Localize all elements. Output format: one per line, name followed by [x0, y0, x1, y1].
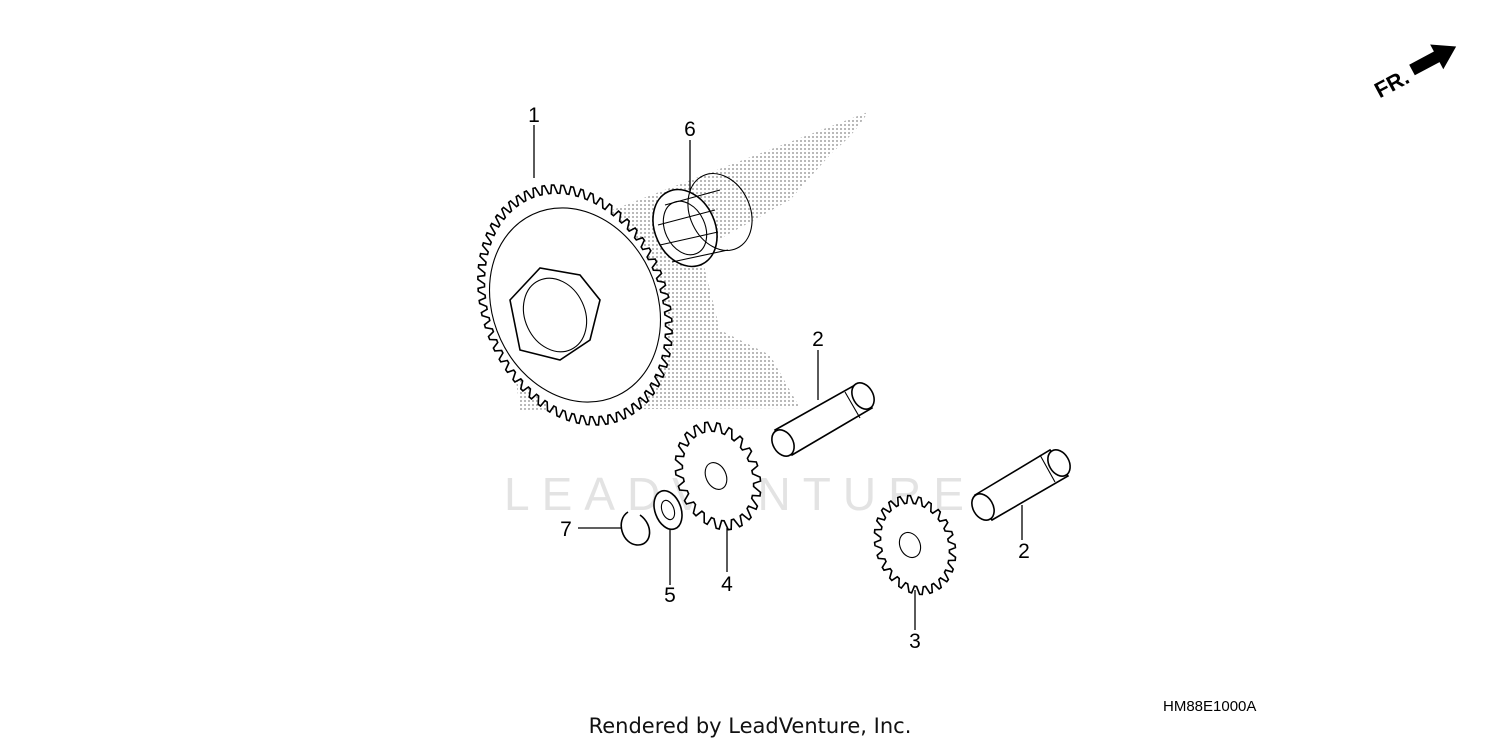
callout-2-lower: 2 [1018, 540, 1030, 563]
washer-part [653, 489, 683, 531]
callout-7: 7 [560, 518, 572, 541]
render-credit: Rendered by LeadVenture, Inc. [588, 714, 912, 738]
callout-5: 5 [664, 584, 676, 607]
direction-label: FR. [1370, 64, 1413, 103]
small-gear-part [873, 494, 957, 596]
diagram-code: HM88E1000A [1163, 698, 1257, 715]
pin-part-lower [971, 448, 1071, 522]
arrow-icon [1409, 44, 1457, 76]
medium-gear-part [674, 421, 762, 531]
callout-6: 6 [684, 118, 696, 141]
callout-2-upper: 2 [812, 328, 824, 351]
large-gear-part [477, 184, 673, 426]
needle-bearing-part [652, 173, 753, 268]
callouts: 1 6 2 2 7 5 4 3 [528, 104, 1030, 653]
leader-lines [533, 125, 1023, 630]
front-direction-indicator: FR. [1370, 44, 1457, 103]
circlip-part [620, 511, 651, 546]
pin-part-upper [771, 382, 875, 457]
callout-4: 4 [721, 573, 733, 596]
callout-1: 1 [528, 104, 540, 127]
callout-3: 3 [909, 630, 921, 653]
